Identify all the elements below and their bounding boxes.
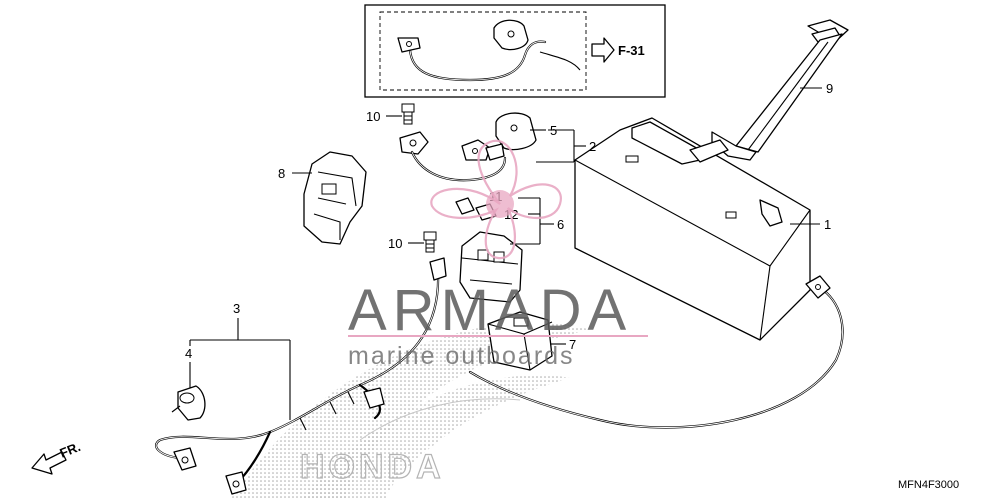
front-arrow-icon — [31, 451, 67, 475]
callout-relay-set: 6 — [557, 217, 564, 232]
callout-harness: 3 — [233, 301, 240, 316]
callout-cap: 4 — [185, 346, 192, 361]
wire-harness — [155, 257, 844, 495]
battery — [574, 117, 811, 341]
callout-band: 9 — [826, 81, 833, 96]
inset-box: F-31 — [364, 4, 666, 98]
honda-logo-text: HONDA — [300, 448, 445, 486]
callout-bolt-bottom: 10 — [388, 236, 402, 251]
bolt-bottom — [423, 231, 437, 253]
armada-watermark: ARMADA marine outboards — [348, 139, 648, 370]
watermark-tagline: marine outboards — [348, 342, 575, 370]
watermark-brand: ARMADA — [348, 278, 632, 343]
bolt-top — [401, 103, 415, 125]
front-direction: FR. — [31, 439, 83, 475]
callout-leaders — [189, 87, 822, 420]
callout-bolt-top: 10 — [366, 109, 380, 124]
relay — [487, 311, 553, 371]
front-marker: FR. — [58, 439, 83, 461]
battery-band — [711, 19, 849, 161]
diagram-ref-code: MFN4F3000 — [898, 479, 959, 491]
callout-holder: 8 — [278, 166, 285, 181]
callout-relay: 7 — [569, 337, 576, 352]
callout-cover: 5 — [550, 123, 557, 138]
fuse-holder — [303, 151, 367, 245]
inset-ref-label: F-31 — [618, 43, 645, 58]
ref-arrow-icon — [591, 37, 615, 63]
callout-cable-set: 2 — [589, 139, 596, 154]
terminal-cap — [171, 385, 206, 421]
callout-battery: 1 — [824, 217, 831, 232]
honda-wing-logo: HONDA — [230, 322, 590, 500]
